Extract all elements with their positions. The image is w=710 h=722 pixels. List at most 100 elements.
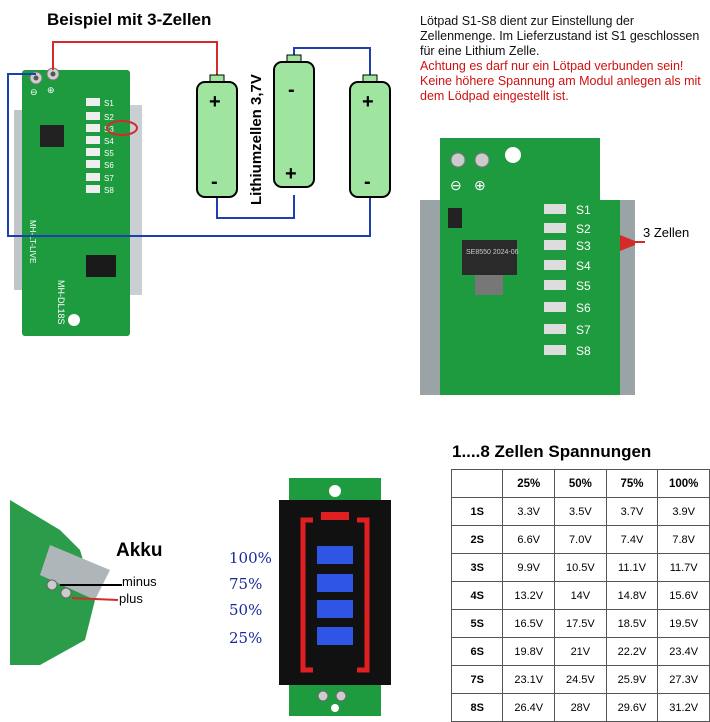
board-side-label: MH-LT-LIVE xyxy=(28,220,37,263)
lcd-bar-25 xyxy=(317,627,353,645)
minus-terminal-label-photo: ⊖ xyxy=(450,177,462,193)
svg-text:S2: S2 xyxy=(576,222,591,236)
svg-text:+: + xyxy=(209,91,221,113)
voltage-cell: 29.6V xyxy=(605,693,659,722)
s3-highlight-ring xyxy=(106,120,138,136)
level-75: 75% xyxy=(229,575,263,593)
table-title: 1....8 Zellen Spannungen xyxy=(452,442,652,461)
solder-pads: S1 S2 S3 S4 S5 S6 S7 S8 xyxy=(86,98,114,195)
svg-text:S7: S7 xyxy=(576,323,591,337)
row-label: 5S xyxy=(450,609,504,638)
info-line: Lötpad S1-S8 dient zur Einstellung der Z… xyxy=(420,14,700,58)
svg-text:-: - xyxy=(364,171,371,193)
svg-text:S3: S3 xyxy=(104,125,114,134)
level-50: 50% xyxy=(229,601,263,619)
col-header: 50% xyxy=(554,469,607,498)
col-header: 75% xyxy=(605,469,659,498)
chip-marking: SE8550 2024-06 xyxy=(466,249,519,256)
col-header: 100% xyxy=(657,469,710,498)
row-label: 7S xyxy=(450,665,504,694)
board-model-label: MH-DL18S xyxy=(56,280,66,325)
col-header: 25% xyxy=(502,469,556,498)
lcd-bar-50 xyxy=(317,600,353,618)
plus-pointer xyxy=(71,597,119,601)
row-label: 3S xyxy=(450,553,504,582)
svg-text:S4: S4 xyxy=(576,259,591,273)
solder-pads-photo: S1 S2 S3 S4 S5 S6 S7 S8 xyxy=(544,203,591,358)
voltage-cell: 25.9V xyxy=(605,665,659,694)
pcb-board xyxy=(22,70,130,336)
voltage-cell: 21V xyxy=(554,637,607,666)
battery-1: + - xyxy=(196,74,238,198)
voltage-cell: 7.4V xyxy=(605,525,659,554)
lcd-module xyxy=(279,478,391,716)
plus-terminal-label-photo: ⊕ xyxy=(474,177,486,193)
voltage-cell: 23.4V xyxy=(657,637,710,666)
blue-wire-bridge-low xyxy=(216,195,295,219)
voltage-cell: 16.5V xyxy=(502,609,556,638)
voltage-cell: 13.2V xyxy=(502,581,556,610)
lcd-edge xyxy=(130,105,142,295)
voltage-cell: 7.8V xyxy=(657,525,710,554)
battery-3: + - xyxy=(349,74,391,198)
arrow-line xyxy=(620,241,645,243)
row-label: 1S xyxy=(450,497,504,526)
voltage-cell: 17.5V xyxy=(554,609,607,638)
voltage-cell: 3.5V xyxy=(554,497,607,526)
akku-photo xyxy=(10,500,122,665)
regulator-chip xyxy=(40,125,64,147)
voltage-cell: 3.3V xyxy=(502,497,556,526)
svg-text:S8: S8 xyxy=(104,186,114,195)
voltage-cell: 22.2V xyxy=(605,637,659,666)
lcd-edge-left xyxy=(14,110,22,290)
minus-terminal-label: ⊖ xyxy=(30,87,38,97)
voltage-cell: 9.9V xyxy=(502,553,556,582)
svg-text:-: - xyxy=(211,171,218,193)
board-photo: ⊖ ⊕ SE8550 2024-06 S1 S2 S3 S4 S5 S6 S7 … xyxy=(420,138,635,395)
voltage-cell: 27.3V xyxy=(657,665,710,694)
mount-hole-photo xyxy=(505,147,521,163)
svg-text:S1: S1 xyxy=(104,99,114,108)
info-text: Lötpad S1-S8 dient zur Einstellung der Z… xyxy=(420,14,710,104)
level-100: 100% xyxy=(229,549,272,567)
row-label: 8S xyxy=(450,693,504,722)
svg-text:S4: S4 xyxy=(104,137,114,146)
svg-text:S2: S2 xyxy=(104,113,114,122)
svg-text:S5: S5 xyxy=(576,279,591,293)
svg-text:S6: S6 xyxy=(576,301,591,315)
wiring-diagram: ⊖ ⊕ S1 S2 S3 S4 S5 S6 S7 S8 MH-DL18S MH-… xyxy=(7,41,391,336)
voltage-cell: 24.5V xyxy=(554,665,607,694)
voltage-cell: 3.9V xyxy=(657,497,710,526)
ic-chip xyxy=(86,255,116,277)
red-wire xyxy=(52,41,218,78)
voltage-cell: 6.6V xyxy=(502,525,556,554)
svg-text:S1: S1 xyxy=(576,203,591,217)
voltage-cell: 10.5V xyxy=(554,553,607,582)
table-header-row: 25% 50% 75% 100% xyxy=(450,469,710,498)
battery-2: - + xyxy=(273,54,315,188)
svg-text:-: - xyxy=(288,79,295,101)
voltage-cell: 3.7V xyxy=(605,497,659,526)
voltage-cell: 23.1V xyxy=(502,665,556,694)
three-cells-label: 3 Zellen xyxy=(643,225,690,240)
svg-text:+: + xyxy=(362,91,374,113)
row-label: 6S xyxy=(450,637,504,666)
voltage-cell: 7.0V xyxy=(554,525,607,554)
voltage-cell: 14V xyxy=(554,581,607,610)
svg-text:S7: S7 xyxy=(104,174,114,183)
pcb-board-photo xyxy=(440,138,620,395)
lcd-screen xyxy=(279,500,391,685)
blue-wire-main xyxy=(7,73,371,237)
svg-text:S6: S6 xyxy=(104,161,114,170)
svg-text:S3: S3 xyxy=(576,239,591,253)
warning-text: Achtung es darf nur ein Lötpad verbunden… xyxy=(420,59,701,103)
plus-label: plus xyxy=(119,591,143,606)
voltage-cell: 11.7V xyxy=(657,553,710,582)
voltage-cell: 19.5V xyxy=(657,609,710,638)
